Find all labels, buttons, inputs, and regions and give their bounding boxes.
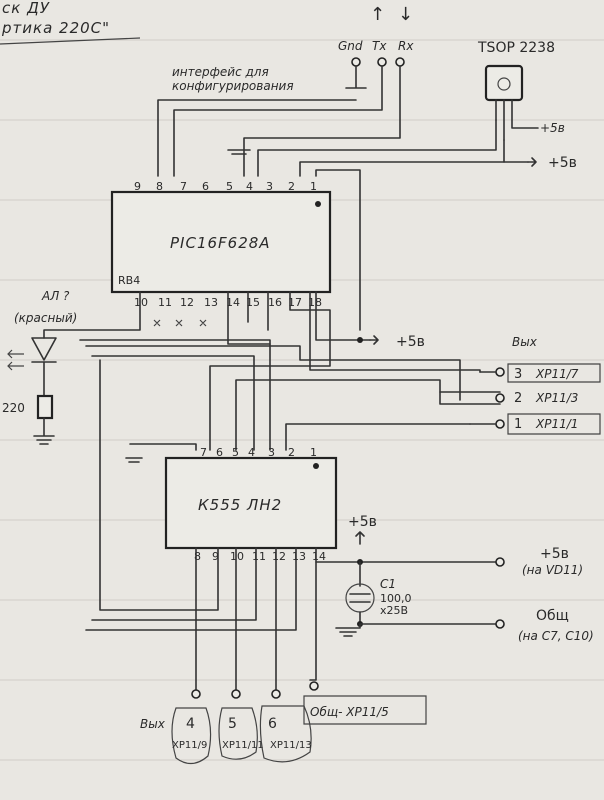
svg-text:9: 9 — [212, 550, 219, 563]
output-2: 2 ХР11/3 — [495, 391, 578, 406]
svg-text:8: 8 — [156, 180, 163, 193]
tsop-plus5-b: +5в — [548, 155, 577, 171]
svg-text:14: 14 — [226, 296, 240, 309]
svg-text:10: 10 — [230, 550, 244, 563]
c1-voltage: х25В — [380, 604, 408, 617]
bottom-item-4-num: 4 — [186, 716, 195, 732]
output-3: 1 ХР11/1 — [495, 413, 601, 435]
pic-top-pins: 9 8 7 6 5 4 3 2 1 — [134, 180, 317, 193]
bottom-item-5-num: 5 — [228, 716, 237, 732]
svg-text:8: 8 — [194, 550, 201, 563]
uart-gnd-label: Gnd — [338, 39, 363, 53]
tsop-lens-icon — [497, 77, 511, 91]
svg-text:3: 3 — [268, 446, 275, 459]
svg-text:1: 1 — [514, 417, 522, 432]
svg-text:15: 15 — [246, 296, 260, 309]
svg-text:6: 6 — [202, 180, 209, 193]
svg-text:18: 18 — [308, 296, 322, 309]
uart-arrow-up: ↑ — [370, 4, 385, 25]
svg-text:7: 7 — [180, 180, 187, 193]
svg-text:1: 1 — [310, 446, 317, 459]
svg-text:12: 12 — [272, 550, 286, 563]
led-resistor — [36, 394, 54, 420]
bottom-item-5-name: ХР11/11 — [222, 740, 264, 751]
svg-text:2: 2 — [288, 446, 295, 459]
svg-text:1: 1 — [310, 180, 317, 193]
resistor-label: 220 — [2, 401, 25, 415]
svg-text:11: 11 — [158, 296, 172, 309]
bottom-item-6-num: 6 — [268, 716, 277, 732]
svg-text:ХР11/3: ХР11/3 — [535, 391, 578, 405]
header-line2: ртика 220С" — [1, 19, 110, 37]
svg-text:3: 3 — [514, 367, 522, 382]
pic-pin1-marker — [315, 201, 321, 207]
pic-label: PIC16F628A — [170, 234, 271, 252]
uart-gnd-terminal — [351, 57, 361, 67]
supply-mid-label: +5в — [396, 334, 425, 350]
svg-text:17: 17 — [288, 296, 302, 309]
tsop-label: TSOP 2238 — [477, 40, 555, 56]
k555-top-pins: 7 6 5 4 3 2 1 — [200, 446, 317, 459]
svg-text:5: 5 — [232, 446, 239, 459]
right-power-sub: (на VD11) — [522, 563, 583, 577]
svg-text:6: 6 — [216, 446, 223, 459]
bottom-item-6-name: ХР11/13 — [270, 740, 312, 751]
svg-text:2: 2 — [288, 180, 295, 193]
output-1: 3 ХР11/7 — [495, 363, 601, 383]
pic-rb4-label: RB4 — [118, 274, 140, 287]
bottom-item-4-name: ХР11/9 — [172, 740, 207, 751]
uart-rx-label: Rx — [398, 39, 414, 53]
outputs-title: Вых — [512, 335, 538, 349]
svg-text:ХР11/1: ХР11/1 — [535, 417, 578, 431]
k555-label: К555 ЛН2 — [198, 496, 282, 514]
tsop-plus5-a: +5в — [540, 121, 565, 135]
led-color: (красный) — [14, 311, 77, 325]
svg-text:3: 3 — [266, 180, 273, 193]
c1-value: 100,0 — [380, 592, 412, 605]
right-power-name: +5в — [540, 546, 569, 562]
tsop-sensor — [484, 64, 524, 102]
svg-text:ХР11/7: ХР11/7 — [535, 367, 579, 381]
svg-text:12: 12 — [180, 296, 194, 309]
right-gnd-name: Общ — [536, 608, 569, 624]
bottom-vyx: Вых — [140, 717, 166, 731]
k555ln2-chip — [164, 456, 338, 550]
right-gnd-sub: (на С7, С10) — [518, 629, 594, 643]
c1-plus5: +5в — [348, 514, 377, 530]
svg-text:13: 13 — [204, 296, 218, 309]
svg-text:11: 11 — [252, 550, 266, 563]
c1-capacitor — [345, 583, 375, 613]
uart-note-line1: интерфейс для — [172, 65, 269, 79]
c1-label: С1 — [380, 577, 396, 591]
svg-text:4: 4 — [248, 446, 255, 459]
uart-arrow-down: ↓ — [398, 4, 413, 25]
led-symbol-icon — [31, 337, 57, 363]
k555-pin1-marker — [313, 463, 319, 469]
pic-bottom-pins: 10 11 12 13 14 15 16 17 18 — [134, 296, 322, 309]
k555-bottom-pins: 8 9 10 11 12 13 14 — [194, 550, 326, 563]
svg-text:10: 10 — [134, 296, 148, 309]
uart-rx-terminal — [395, 57, 405, 67]
svg-text:2: 2 — [514, 391, 522, 406]
led-label: АЛ ? — [41, 289, 70, 303]
svg-text:7: 7 — [200, 446, 207, 459]
uart-tx-label: Tx — [372, 39, 387, 53]
uart-note-line2: конфигурирования — [172, 79, 294, 93]
svg-text:5: 5 — [226, 180, 233, 193]
pic16f628a-chip — [110, 190, 332, 294]
svg-text:13: 13 — [292, 550, 306, 563]
svg-text:14: 14 — [312, 550, 326, 563]
header-line1: ск ДУ — [2, 0, 50, 17]
uart-tx-terminal — [377, 57, 387, 67]
svg-text:4: 4 — [246, 180, 253, 193]
svg-text:9: 9 — [134, 180, 141, 193]
bottom-common: Общ- ХР11/5 — [310, 705, 389, 719]
svg-text:16: 16 — [268, 296, 282, 309]
